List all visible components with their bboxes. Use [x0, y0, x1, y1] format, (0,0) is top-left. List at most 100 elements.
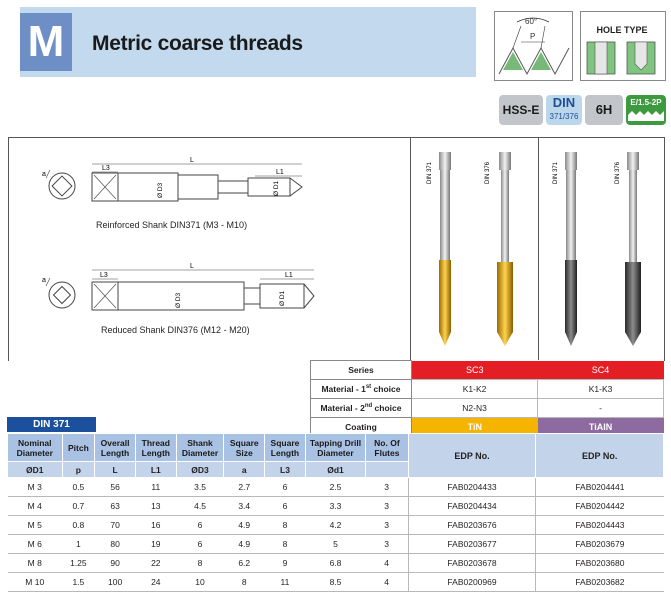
- reduced-L1-label: L1: [285, 272, 293, 279]
- col-flutes: No. Of Flutes: [365, 433, 409, 462]
- table-cell: 3.4: [223, 496, 265, 516]
- reduced-D1-label: Ø D1: [279, 290, 286, 306]
- product-table: Nominal Diameter Pitch Overall Length Th…: [7, 433, 664, 592]
- table-cell: 70: [94, 515, 136, 535]
- table-cell: 56: [94, 477, 136, 497]
- table-cell: M 8: [7, 553, 63, 573]
- chamfer-icon: [628, 111, 664, 121]
- col-tapping-drill: Tapping Drill Diameter: [304, 433, 367, 462]
- col-edp-sc3: EDP No.: [407, 433, 537, 478]
- table-cell: M 3: [7, 477, 63, 497]
- sub-p: p: [61, 461, 96, 478]
- sub-l1: L1: [134, 461, 177, 478]
- material-1-sc4: K1-K3: [537, 379, 664, 399]
- table-cell: 19: [135, 534, 177, 554]
- table-cell: 5: [305, 534, 366, 554]
- reinforced-shank-drawing: a L L3 L1 Ø D3 Ø D1: [42, 157, 303, 202]
- photo-label-3: DIN 371: [553, 161, 559, 184]
- table-cell: 22: [135, 553, 177, 573]
- table-cell: 4.9: [223, 515, 265, 535]
- angle-label: 60°: [525, 17, 537, 26]
- table-cell: 4: [365, 553, 409, 573]
- table-cell: 13: [135, 496, 177, 516]
- hole-type-label: HOLE TYPE: [596, 25, 648, 35]
- col-pitch: Pitch: [61, 433, 96, 462]
- din-badge-main: DIN: [552, 95, 576, 110]
- table-cell: FAB0204442: [535, 496, 664, 516]
- table-cell: 3: [365, 515, 409, 535]
- reinforced-L-label: L: [190, 157, 194, 164]
- table-cell: FAB0204441: [535, 477, 664, 497]
- photo-label-2: DIN 376: [485, 161, 491, 184]
- sub-d1: ØD1: [7, 461, 63, 478]
- table-cell: 4.2: [305, 515, 366, 535]
- reinforced-D3-label: Ø D3: [157, 182, 164, 198]
- col-shank-diameter: Shank Diameter: [175, 433, 225, 462]
- col-thread-length: Thread Length: [134, 433, 177, 462]
- series-label: Series: [310, 360, 412, 380]
- table-cell: M 4: [7, 496, 63, 516]
- table-cell: 3: [365, 477, 409, 497]
- table-cell: 3.5: [176, 477, 224, 497]
- reduced-a-label: a: [42, 277, 46, 284]
- page-title: Metric coarse threads: [92, 32, 303, 55]
- table-cell: 0.5: [62, 477, 95, 497]
- reinforced-L3-label: L3: [102, 165, 110, 172]
- reinforced-a-label: a: [42, 171, 46, 178]
- table-cell: FAB0203678: [408, 553, 537, 573]
- table-cell: 6: [264, 496, 306, 516]
- table-cell: 3.3: [305, 496, 366, 516]
- reduced-L3-label: L3: [100, 272, 108, 279]
- photo-label-1: DIN 371: [427, 161, 433, 184]
- table-cell: 6.2: [223, 553, 265, 573]
- chamfer-badge-label: E/1.5-2P: [630, 98, 662, 107]
- table-cell: 0.8: [62, 515, 95, 535]
- series-sc4: SC4: [537, 360, 664, 380]
- table-cell: M 5: [7, 515, 63, 535]
- material-2-sc3: N2-N3: [410, 398, 539, 418]
- reduced-L-label: L: [190, 263, 194, 270]
- table-cell: FAB0203679: [535, 534, 664, 554]
- sub-flutes: [365, 461, 409, 478]
- col-edp-sc4: EDP No.: [535, 433, 664, 478]
- table-cell: 90: [94, 553, 136, 573]
- table-cell: FAB0203680: [535, 553, 664, 573]
- table-cell: 6: [176, 534, 224, 554]
- table-cell: 8: [264, 534, 306, 554]
- header-band: [20, 7, 476, 77]
- col-nominal-diameter: Nominal Diameter: [7, 433, 63, 462]
- table-cell: 11: [135, 477, 177, 497]
- tolerance-badge: 6H: [585, 95, 623, 125]
- table-cell: 9: [264, 553, 306, 573]
- table-cell: FAB0204443: [535, 515, 664, 535]
- category-letter-box: M: [20, 13, 72, 71]
- coating-tialn: TiAIN: [537, 417, 664, 436]
- table-cell: FAB0203676: [408, 515, 537, 535]
- col-overall-length: Overall Length: [94, 433, 136, 462]
- table-cell: 6: [176, 515, 224, 535]
- table-cell: 6.8: [305, 553, 366, 573]
- table-cell: FAB0204433: [408, 477, 537, 497]
- table-cell: 4.9: [223, 534, 265, 554]
- table-cell: 3: [365, 534, 409, 554]
- hss-e-badge: HSS-E: [499, 95, 543, 125]
- photo-divider: [410, 137, 411, 360]
- sub-a: a: [223, 461, 266, 478]
- sub-l3: L3: [264, 461, 306, 478]
- table-cell: 6: [264, 477, 306, 497]
- table-cell: 16: [135, 515, 177, 535]
- reduced-D3-label: Ø D3: [175, 292, 182, 308]
- sub-drill: Ød1: [304, 461, 367, 478]
- sub-l: L: [94, 461, 136, 478]
- col-square-length: Square Length: [264, 433, 306, 462]
- material-1-sc3: K1-K2: [410, 379, 539, 399]
- chamfer-badge: E/1.5-2P: [626, 95, 666, 125]
- sub-d3: ØD3: [175, 461, 225, 478]
- table-cell: 63: [94, 496, 136, 516]
- table-cell: 0.7: [62, 496, 95, 516]
